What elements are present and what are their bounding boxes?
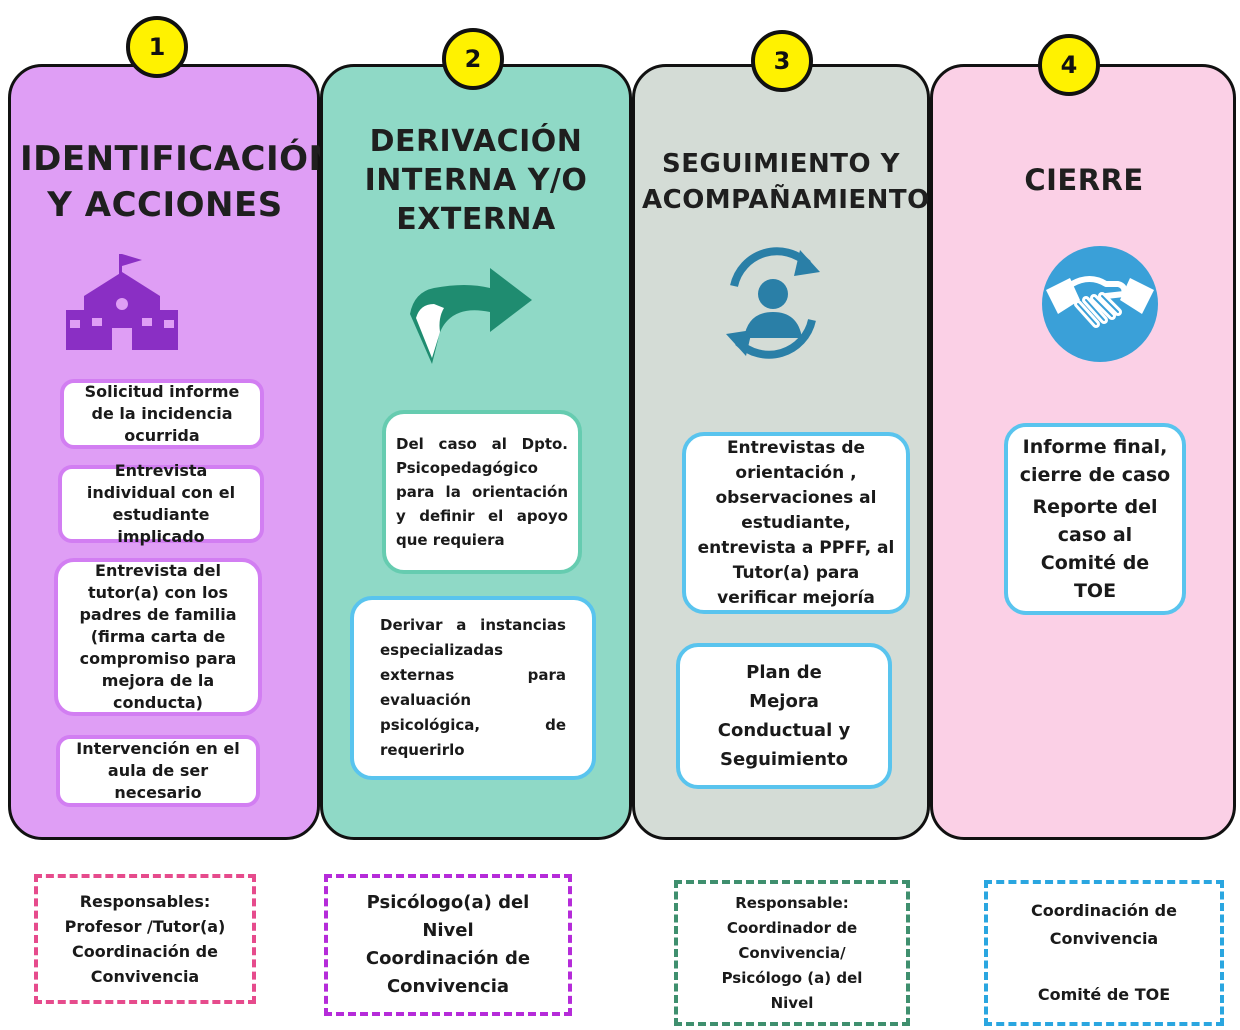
step-3-number-badge: 3: [751, 30, 813, 92]
step-1-action-4: Intervención en el aula de ser necesario: [56, 735, 260, 807]
step-4-action-2: Reporte del caso al Comité de TOE: [1032, 496, 1158, 602]
step-2-number-badge: 2: [442, 28, 504, 90]
step-3-action-1: Entrevistas de orientación , observacion…: [682, 432, 910, 614]
step-4-responsible: Coordinación de Convivencia Comité de TO…: [984, 880, 1224, 1026]
step-3-responsible: Responsable: Coordinador de Convivencia/…: [674, 880, 910, 1026]
step-4-title: CIERRE: [1024, 163, 1144, 197]
step-4-actions-box: Informe final, cierre de caso Reporte de…: [1004, 423, 1186, 615]
step-3-title: SEGUIMIENTO Y ACOMPAÑAMIENTO: [642, 149, 930, 215]
step-1-number-badge: 1: [126, 16, 188, 78]
step-1-action-1: Solicitud informe de la incidencia ocurr…: [60, 379, 264, 449]
step-4-number-badge: 4: [1038, 34, 1100, 96]
step-2-title: DERIVACIÓN INTERNA Y/O EXTERNA: [364, 124, 588, 237]
step-1-action-3: Entrevista del tutor(a) con los padres d…: [54, 558, 262, 716]
handshake-icon: [1042, 246, 1158, 362]
step-4-action-1: Informe final, cierre de caso: [1019, 436, 1171, 486]
step-1-action-2: Entrevista individual con el estudiante …: [58, 461, 264, 546]
step-1-responsible: Responsables: Profesor /Tutor(a) Coordin…: [34, 874, 256, 1004]
step-2-action-2: Derivar a instancias especializadas exte…: [350, 596, 596, 780]
school-icon: [66, 254, 178, 350]
user-cycle-icon: [726, 247, 820, 359]
redirect-arrow-icon: [410, 268, 532, 364]
step-1-title: IDENTIFICACIÓN Y ACCIONES: [20, 139, 338, 225]
step-2-responsible: Psicólogo(a) del Nivel Coordinación de C…: [324, 874, 572, 1016]
step-3-action-2: Plan de Mejora Conductual y Seguimiento: [676, 643, 892, 789]
step-2-action-1: Del caso al Dpto. Psicopedagógico para l…: [382, 410, 582, 574]
